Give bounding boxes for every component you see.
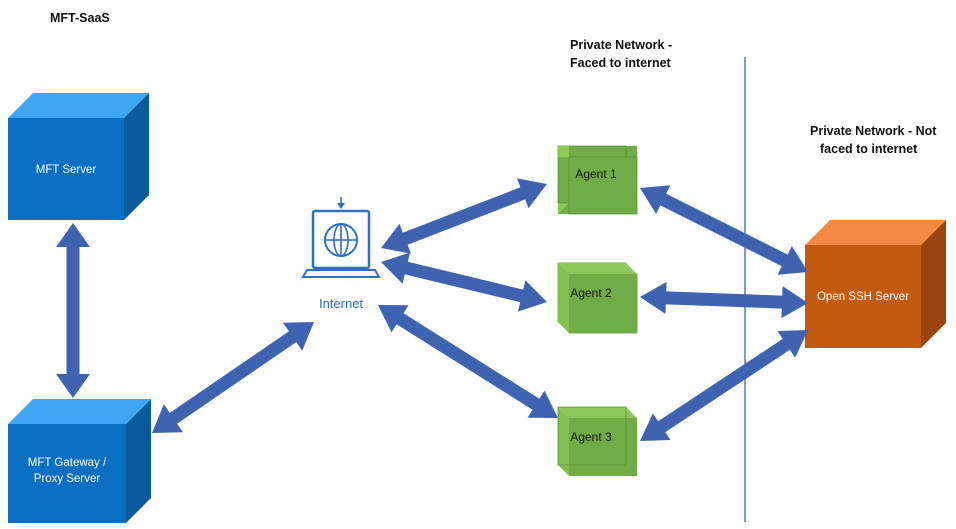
arrow-mft-server-gateway bbox=[56, 223, 90, 398]
connection-arrows bbox=[56, 178, 808, 441]
arrow-internet-agent1 bbox=[381, 178, 547, 254]
ssh-server-label: Open SSH Server bbox=[817, 291, 909, 303]
arrow-gateway-internet bbox=[152, 322, 314, 433]
heading-private-internet-line1: Private Network - bbox=[570, 38, 672, 52]
arrow-internet-agent2 bbox=[381, 252, 547, 312]
laptop-globe-icon bbox=[301, 197, 381, 278]
heading-mft-saas: MFT-SaaS bbox=[50, 11, 110, 25]
mft-gateway-label-line1: MFT Gateway / bbox=[28, 457, 107, 469]
ssh-server-node: Open SSH Server bbox=[805, 220, 946, 348]
arrow-agent1-ssh bbox=[640, 185, 808, 275]
agent-3-node: Agent 3 bbox=[557, 406, 637, 476]
agent-2-node: Agent 2 bbox=[557, 262, 638, 334]
arrow-agent2-ssh bbox=[640, 281, 808, 319]
mft-gateway-node: MFT Gateway / Proxy Server bbox=[8, 399, 151, 523]
mft-server-label: MFT Server bbox=[36, 164, 97, 176]
mft-server-node: MFT Server bbox=[8, 93, 149, 220]
mft-gateway-label-line2: Proxy Server bbox=[34, 473, 101, 485]
arrow-internet-agent3 bbox=[378, 305, 558, 418]
heading-private-internet-line2: Faced to internet bbox=[570, 56, 672, 70]
heading-private-not-line1: Private Network - Not bbox=[810, 124, 937, 138]
agent-3-label: Agent 3 bbox=[570, 430, 612, 444]
heading-private-not-line2: faced to internet bbox=[820, 142, 918, 156]
internet-label: Internet bbox=[319, 296, 363, 311]
agent-1-node: Agent 1 bbox=[557, 145, 638, 215]
agent-1-label: Agent 1 bbox=[575, 167, 617, 181]
agent-2-label: Agent 2 bbox=[570, 286, 612, 300]
arrow-agent3-ssh bbox=[640, 330, 808, 441]
